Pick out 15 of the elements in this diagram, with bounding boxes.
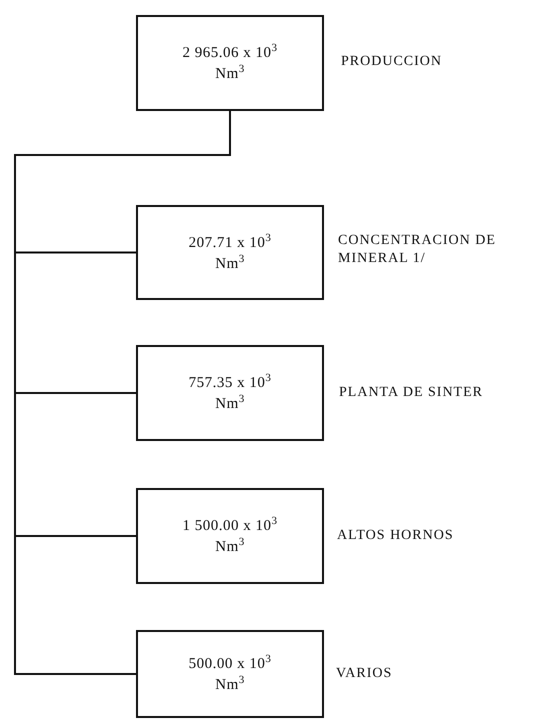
value-box [136,15,324,111]
area-label: PRODUCCION [341,53,444,71]
value-box [136,630,324,718]
value-box [136,205,324,300]
area-label: PLANTA DE SINTER [339,384,484,402]
area-label: CONCENTRACION DE MINERAL 1/ [338,232,497,268]
area-label: ALTOS HORNOS [337,527,455,545]
value-box [136,345,324,441]
volume-value: 2 965.06 x 10$^{3}$ Nm$^{3}$ [182,42,278,84]
volume-value: 500.00 x 10$^{3}$ Nm$^{3}$ [188,653,272,695]
volume-value: 757.35 x 10$^{3}$ Nm$^{3}$ [188,372,272,414]
volume-value: 207.71 x 10$^{3}$ Nm$^{3}$ [188,232,272,274]
area-label: VARIOS [336,665,394,683]
value-box [136,488,324,584]
volume-value: 1 500.00 x 10$^{3}$ Nm$^{3}$ [182,515,278,557]
